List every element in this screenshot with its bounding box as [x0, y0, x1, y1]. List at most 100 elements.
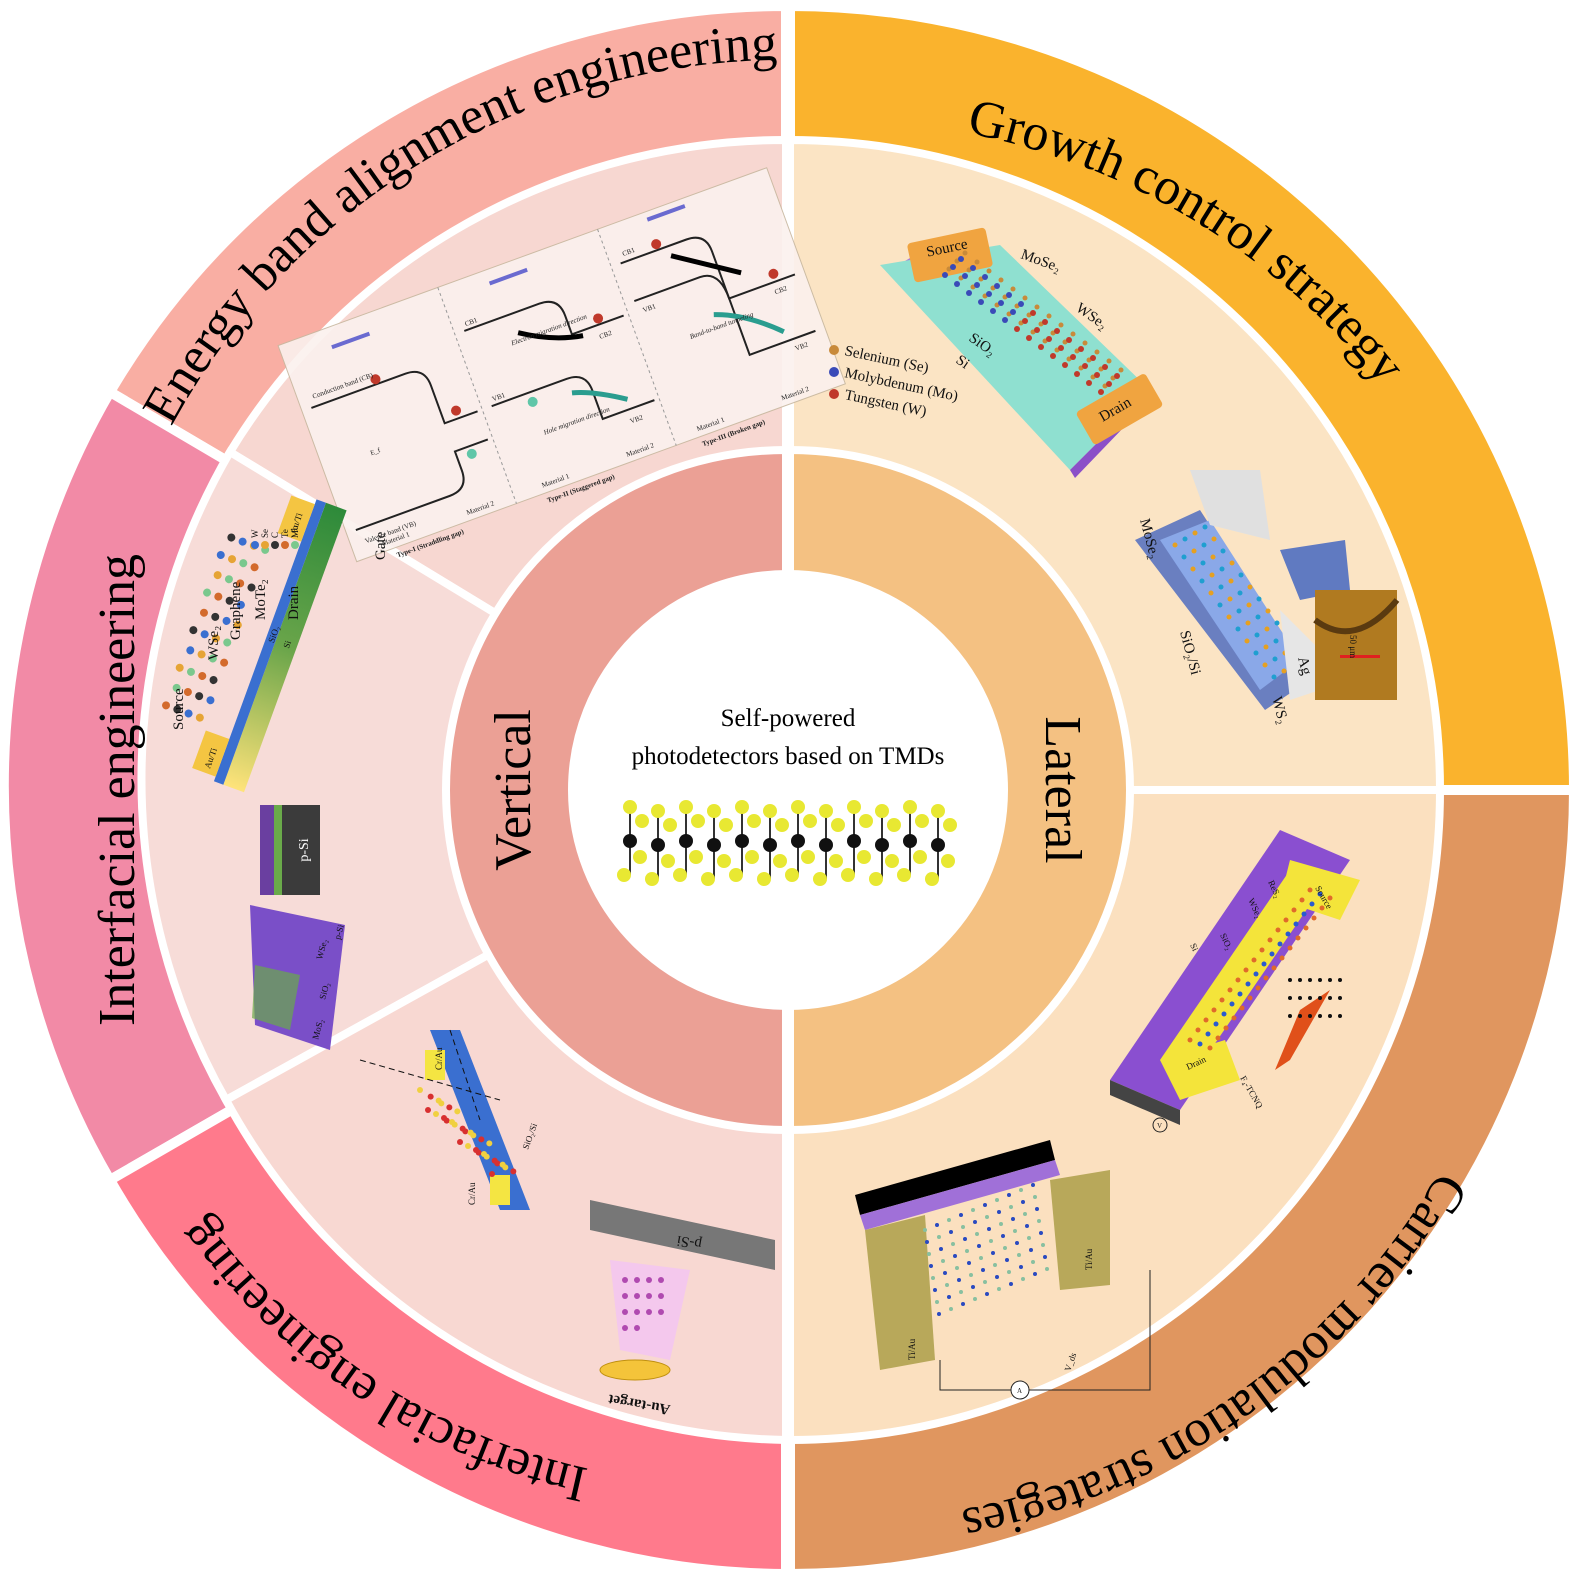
atom-dot	[1245, 981, 1251, 987]
atom-dot	[1255, 614, 1261, 620]
sulfur-atom	[773, 854, 787, 868]
atom-dot	[1253, 971, 1259, 977]
atom-dot	[200, 630, 209, 639]
atom-dot	[1002, 317, 1008, 323]
atom-dot	[175, 663, 184, 672]
atom-dot	[1201, 542, 1207, 548]
atom-dot	[1245, 620, 1251, 626]
atom-dot	[186, 646, 195, 655]
type3-vb-line	[633, 274, 816, 357]
metal-atom	[847, 834, 861, 848]
atom-dot	[216, 550, 225, 559]
metal-atom	[875, 838, 889, 852]
atom-dot	[486, 1140, 493, 1147]
atom-dot	[959, 1290, 963, 1294]
atom-dot	[1029, 1248, 1033, 1252]
atom-dot	[1094, 349, 1100, 355]
atom-dot	[1237, 590, 1243, 596]
atom-dot	[1037, 1219, 1041, 1223]
atom-dot	[933, 1288, 937, 1292]
atom-dot	[208, 654, 217, 663]
molecule-lattice	[617, 800, 957, 886]
atom-dot	[957, 1278, 961, 1282]
sio2-layer	[213, 499, 326, 785]
atom-dot	[1062, 362, 1068, 368]
atom-dot	[1253, 650, 1259, 656]
atom-dot	[1114, 373, 1120, 379]
atom-dot	[1327, 895, 1333, 901]
sulfur-atom	[885, 854, 899, 868]
auti-contact-right	[277, 495, 315, 542]
atom-dot	[1033, 1272, 1037, 1276]
atom-dot	[925, 1240, 929, 1244]
atom-dot	[1227, 596, 1233, 602]
atom-dot	[1030, 310, 1036, 316]
sulfur-atom	[775, 818, 789, 832]
atom-dot	[1181, 554, 1187, 560]
atom-dot	[935, 1223, 939, 1227]
sulfur-atom	[897, 868, 911, 882]
psi-plate-label: p-Si	[676, 1232, 703, 1252]
atom-dot	[1010, 286, 1016, 292]
atom-dot	[997, 1287, 1001, 1291]
atom-dot	[223, 638, 232, 647]
circuit-wire	[939, 1270, 1151, 1391]
wse2-label: WSe₂	[206, 626, 222, 660]
atom-dot	[951, 1242, 955, 1246]
atom-dot	[941, 1259, 945, 1263]
atom-dot	[211, 612, 220, 621]
sulfur-atom	[943, 818, 957, 832]
psi-small-label: p-Si	[297, 838, 312, 861]
label-lateral: Lateral	[1034, 716, 1091, 863]
plume-particle	[634, 1325, 640, 1331]
atom-dot	[236, 579, 245, 588]
atom-dot	[1223, 1025, 1229, 1031]
atom-dot	[942, 272, 948, 278]
atom-dot	[1307, 887, 1313, 893]
atom-se-icon	[261, 541, 269, 549]
atom-dot	[958, 256, 964, 262]
atom-dot	[1038, 344, 1044, 350]
atom-dot	[1014, 326, 1020, 332]
atom-dot	[473, 1147, 479, 1153]
atom-dot	[1217, 602, 1223, 608]
atom-dot	[1018, 301, 1024, 307]
atom-dot	[435, 1097, 442, 1104]
atom-dot	[1046, 313, 1052, 319]
atom-dot	[1074, 371, 1080, 377]
atom-dot	[1046, 336, 1052, 342]
atom-dot	[1254, 632, 1260, 638]
atom-dot	[1015, 1241, 1019, 1245]
sulfur-atom	[689, 850, 703, 864]
atom-dot	[1200, 560, 1206, 566]
atom-dot	[1263, 644, 1269, 650]
mote2-label: MoTe₂	[253, 579, 269, 620]
electron-icon	[768, 268, 779, 279]
sulfur-atom	[859, 814, 873, 828]
sulfur-atom	[747, 814, 761, 828]
atom-dot	[983, 1203, 987, 1207]
top-electrode-bar	[855, 1140, 1055, 1215]
auti-contact-left	[192, 730, 230, 777]
atom-w-icon	[251, 541, 259, 549]
atom-dot	[1273, 638, 1279, 644]
scale-bar-label: 50 μm	[1348, 635, 1358, 658]
atom-dot	[1207, 1045, 1213, 1051]
atom-dot	[1238, 572, 1244, 578]
atom-dot	[1261, 961, 1267, 967]
molecule-dot	[1288, 1014, 1292, 1018]
tiau-right-leg	[1050, 1170, 1110, 1290]
atom-dot	[1106, 381, 1112, 387]
sulfur-atom	[719, 818, 733, 832]
sulfur-atom	[847, 800, 861, 814]
atom-dot	[1246, 602, 1252, 608]
atom-dot	[985, 1215, 989, 1219]
nanowire-array	[923, 1183, 1049, 1316]
drain-pad	[1076, 374, 1163, 445]
sulfur-atom	[633, 850, 647, 864]
atom-dot	[1007, 1270, 1011, 1274]
voltmeter-icon	[1152, 1117, 1168, 1133]
atom-dot	[1172, 542, 1178, 548]
atom-dot	[183, 688, 192, 697]
